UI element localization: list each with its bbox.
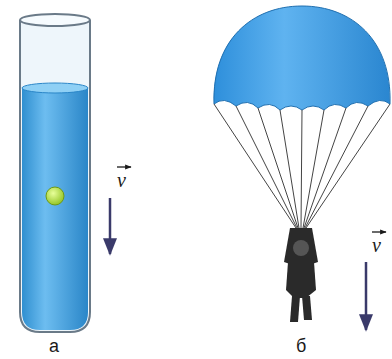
test-tube (20, 14, 90, 332)
figure-letter: б (296, 337, 306, 355)
parachute (214, 6, 390, 322)
velocity-symbol: v (372, 235, 381, 255)
figure-letter: а (49, 337, 59, 355)
vector-sign (117, 166, 131, 167)
velocity-arrow (109, 198, 112, 254)
velocity-arrow (365, 262, 368, 330)
velocity-symbol: v (117, 170, 126, 190)
vector-sign (372, 231, 386, 232)
